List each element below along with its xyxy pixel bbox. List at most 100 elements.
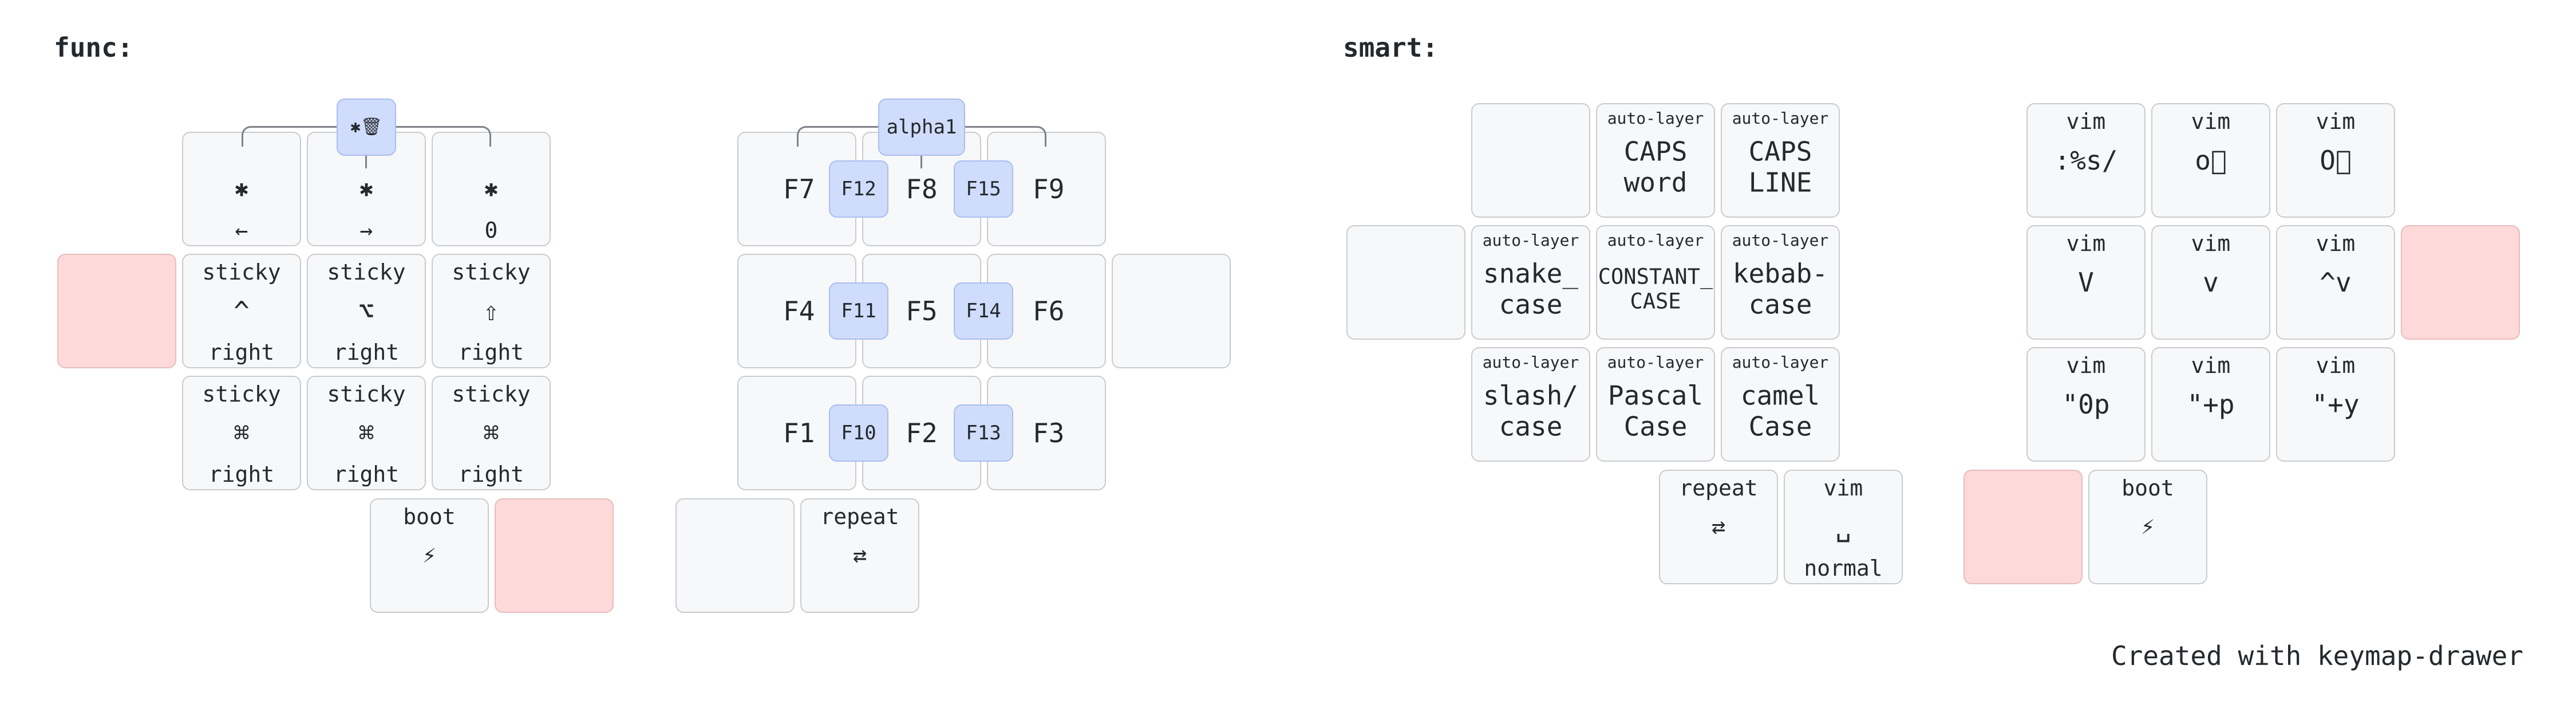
key-label: :%s/ [2054, 144, 2118, 176]
control-icon: ^ [234, 295, 250, 326]
key-label: F7 [783, 173, 815, 204]
key-vim-paste-plus: vim "+p [2151, 347, 2270, 462]
key-held-func-thumb [495, 498, 614, 613]
key-vim-yank-plus: vim "+y [2276, 347, 2395, 462]
key-hold-label: auto-layer [1607, 109, 1704, 128]
key-kebab-case: auto-layer kebab- case [1721, 225, 1840, 340]
key-sticky-cmd-1: sticky ⌘ right [182, 376, 301, 490]
key-hold-label: sticky [202, 381, 281, 407]
space-icon: ␣ [1835, 511, 1851, 542]
key-hold-label: vim [2066, 353, 2106, 378]
key-hold-label: repeat [1679, 475, 1758, 501]
key-label: kebab- case [1732, 258, 1828, 320]
key-label: snake_ case [1483, 258, 1579, 320]
key-label: camel Case [1740, 380, 1820, 442]
arrow-left-icon: ← [235, 218, 248, 243]
combo-f10: F10 [829, 404, 888, 462]
key-held-smart-right [2401, 225, 2520, 340]
key-boot-smart: boot ⚡ [2088, 470, 2207, 584]
key-caps-word: auto-layer CAPS word [1596, 103, 1715, 218]
key-hold-label: auto-layer [1607, 353, 1704, 372]
key-hold-label: auto-layer [1732, 231, 1829, 250]
key-hold-label: sticky [452, 259, 531, 285]
key-label: F1 [783, 417, 815, 449]
combo-alpha1: alpha1 [878, 99, 965, 156]
key-boot-func: boot ⚡ [370, 498, 489, 613]
key-vim-visual-line: vim V [2026, 225, 2146, 340]
command-icon: ⌘ [358, 417, 374, 449]
key-sticky-ctrl: sticky ^ right [182, 254, 301, 368]
key-slash-case: auto-layer slash/ case [1471, 347, 1590, 462]
key-vim-o-upper: vim O⃠ [2276, 103, 2395, 218]
key-sticky-cmd-3: sticky ⌘ right [432, 376, 551, 490]
key-shifted-label: right [333, 340, 400, 365]
key-label: O⃠ [2320, 144, 2352, 176]
key-constant-case: auto-layer CONSTANT_ CASE [1596, 225, 1715, 340]
key-repeat-func: repeat ⇄ [800, 498, 919, 613]
key-sticky-shift: sticky ⇧ right [432, 254, 551, 368]
combo-f14: F14 [954, 282, 1013, 340]
key-label: CONSTANT_ CASE [1598, 264, 1713, 314]
key-hold-label: sticky [327, 381, 406, 407]
combo-connector-stem [920, 155, 922, 168]
key-hold-label: auto-layer [1607, 231, 1704, 250]
key-empty-func-thumb [675, 498, 795, 613]
key-label: "+p [2187, 388, 2235, 420]
key-label: slash/ case [1483, 380, 1579, 442]
key-label: Pascal Case [1607, 380, 1704, 442]
key-label: o⃠ [2195, 144, 2227, 176]
key-hold-label: vim [2316, 231, 2356, 256]
repeat-icon: ⇄ [1711, 513, 1726, 540]
combo-f12: F12 [829, 160, 888, 218]
key-vim-paste-0: vim "0p [2026, 347, 2146, 462]
key-hold-label: vim [2191, 109, 2231, 134]
key-shifted-label: normal [1804, 556, 1883, 581]
key-snake-case: auto-layer snake_ case [1471, 225, 1590, 340]
key-label: v [2203, 266, 2219, 298]
key-hold-label: vim [2191, 231, 2231, 256]
key-label: "+y [2312, 388, 2360, 420]
key-shifted-label: right [458, 462, 524, 487]
key-hold-label: repeat [820, 504, 899, 529]
command-icon: ⌘ [234, 417, 250, 449]
combo-bt-clear: ✱🗑 [337, 99, 396, 156]
combo-f15: F15 [954, 160, 1013, 218]
key-label: F9 [1033, 173, 1065, 204]
key-vim-visual-block: vim ^v [2276, 225, 2395, 340]
option-icon: ⌥ [358, 295, 374, 326]
key-camel-case: auto-layer camel Case [1721, 347, 1840, 462]
key-hold-label: auto-layer [1482, 353, 1579, 372]
command-icon: ⌘ [483, 417, 499, 449]
key-sticky-cmd-2: sticky ⌘ right [307, 376, 426, 490]
key-shifted-label: right [333, 462, 400, 487]
combo-connector-stem [365, 155, 367, 168]
key-sticky-alt: sticky ⌥ right [307, 254, 426, 368]
lightning-icon: ⚡ [422, 542, 437, 569]
key-pascal-case: auto-layer Pascal Case [1596, 347, 1715, 462]
key-label: ^v [2320, 266, 2352, 298]
key-held-smart-thumb [1963, 470, 2083, 584]
key-shifted-label: 0 [484, 218, 498, 243]
key-hold-label: vim [1823, 475, 1863, 501]
lightning-icon: ⚡ [2140, 513, 2155, 540]
bluetooth-icon: ✱ [234, 175, 249, 202]
key-vim-o-lower: vim o⃠ [2151, 103, 2270, 218]
key-caps-line: auto-layer CAPS LINE [1721, 103, 1840, 218]
key-label: CAPS word [1623, 136, 1688, 198]
key-shifted-label: right [208, 462, 275, 487]
key-hold-label: sticky [202, 259, 281, 285]
key-label: F2 [906, 417, 938, 449]
bluetooth-icon: ✱ [359, 175, 374, 202]
key-label: F8 [906, 173, 938, 204]
key-vim-visual: vim v [2151, 225, 2270, 340]
key-empty-func-right [1112, 254, 1231, 368]
arrow-right-icon: → [359, 218, 373, 243]
key-label: F5 [906, 295, 938, 326]
key-empty-smart-1 [1471, 103, 1590, 218]
key-label: F4 [783, 295, 815, 326]
shift-icon: ⇧ [483, 295, 499, 326]
footer-credit: Created with keymap-drawer [2111, 640, 2523, 671]
key-shifted-label: right [458, 340, 524, 365]
key-hold-label: vim [2316, 353, 2356, 378]
key-hold-label: vim [2066, 231, 2106, 256]
